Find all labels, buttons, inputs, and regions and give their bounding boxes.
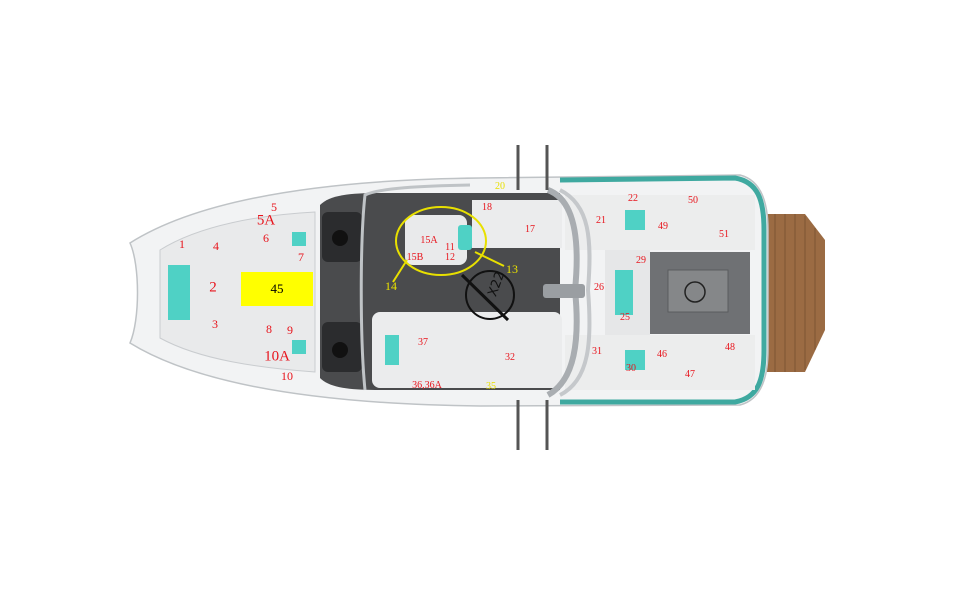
aft-seat-port [565,195,755,250]
label-17: 17 [525,224,535,235]
swim-platform [755,214,825,372]
board-racks [516,145,549,450]
port-bench [472,200,562,248]
highlighted-area-45[interactable]: 45 [241,272,313,306]
floor-logo-circle [465,270,515,320]
label-4: 4 [213,239,219,253]
label-6: 6 [263,231,269,245]
label-18: 18 [482,202,492,213]
label-15b: 15B [406,252,424,263]
starboard-bench [372,312,562,388]
label-8: 8 [266,322,272,336]
aft-seat-starboard [565,335,755,390]
label-21: 21 [596,215,606,226]
label-10a: 10A [264,348,290,365]
label-49: 49 [658,221,668,232]
stern-rim [559,175,767,405]
label-32: 32 [505,352,515,363]
label-25: 25 [620,312,630,323]
bow-accent [168,265,190,320]
label-22: 22 [628,193,638,204]
driver-seat [405,215,467,265]
label-2: 2 [209,279,217,296]
label-51: 51 [719,229,729,240]
label-47: 47 [685,369,695,380]
label-46: 46 [657,349,667,360]
label-30: 30 [626,363,636,374]
label-20: 20 [495,181,505,192]
label-12: 12 [445,252,455,263]
label-35: 35 [486,381,496,392]
label-36-36a: 36,36A [412,380,442,391]
callout-circle [395,206,487,276]
label-15a: 15A [420,235,438,246]
label-7: 7 [298,250,304,264]
label-5a: 5A [256,212,276,229]
label-37: 37 [418,337,428,348]
label-26: 26 [594,282,604,293]
label-13: 13 [506,262,518,276]
windshield [359,183,471,391]
label-45: 45 [270,281,284,296]
bow-seat [159,211,316,373]
label-5: 5 [271,200,277,214]
label-9: 9 [287,323,293,337]
label-50: 50 [688,195,698,206]
label-48: 48 [725,342,735,353]
label-11: 11 [445,242,455,253]
label-1: 1 [179,237,185,251]
label-3: 3 [212,317,218,331]
label-31: 31 [592,346,602,357]
label-10: 10 [281,369,293,383]
label-29: 29 [636,255,646,266]
label-14: 14 [385,279,397,293]
